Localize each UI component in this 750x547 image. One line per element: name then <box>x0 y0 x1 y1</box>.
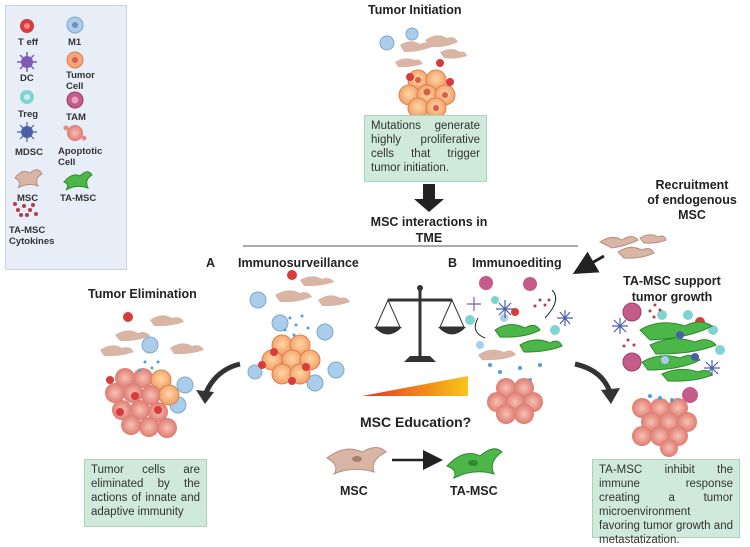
dendritic-cell-icon <box>17 52 37 72</box>
legend-label-tumor-cell: Tumor Cell <box>66 70 95 92</box>
m1-macrophage-icon <box>66 16 84 34</box>
t-eff-cell-icon <box>20 19 34 33</box>
ta-msc-support-line2: tumor growth <box>631 290 713 304</box>
education-to-label: TA-MSC <box>450 484 498 498</box>
arrow-to-support <box>574 361 613 393</box>
legend-label-msc: MSC <box>17 193 39 204</box>
recruitment-title: Recruitment of endogenous MSC <box>640 178 744 223</box>
education-ta-msc-cell <box>446 448 503 480</box>
balance-gradient-wedge <box>362 376 468 396</box>
apoptotic-cell-icon <box>63 125 87 141</box>
arrow-to-support-head <box>601 388 620 404</box>
panel-b-letter: B <box>448 256 458 270</box>
legend-label-treg: Treg <box>18 109 39 120</box>
legend-label-cytokines: TA-MSC Cytokines <box>9 225 55 247</box>
recruitment-line3: MSC <box>678 208 706 222</box>
ta-msc-support-illustration <box>612 302 725 457</box>
down-arrow <box>414 184 444 212</box>
msc-interactions-line2: TME <box>415 231 443 245</box>
recruitment-line1: Recruitment <box>655 178 729 192</box>
immunoediting-illustration <box>465 276 573 424</box>
msc-interactions-line1: MSC interactions in <box>370 215 488 229</box>
tumor-initiation-title: Tumor Initiation <box>368 3 462 17</box>
legend-label-t-eff: T eff <box>18 37 39 48</box>
cytokines-icon <box>13 202 38 217</box>
msc-education-title: MSC Education? <box>360 414 472 430</box>
msc-interactions-title: MSC interactions in TME <box>362 214 496 246</box>
legend-label-m1: M1 <box>68 37 82 48</box>
ta-msc-support-title: TA-MSC support tumor growth <box>612 273 732 305</box>
msc-cell-icon <box>14 169 43 189</box>
mdsc-cell-icon <box>17 122 37 142</box>
legend-label-tam: TAM <box>66 112 86 123</box>
tumor-elimination-textbox: Tumor cells are eliminated by the action… <box>84 459 207 527</box>
tam-cell-icon <box>66 91 84 109</box>
tumor-initiation-textbox: Mutations generate highly proliferative … <box>364 115 487 182</box>
education-msc-cell <box>326 447 387 476</box>
tumor-elimination-title: Tumor Elimination <box>88 287 197 301</box>
recruitment-arrow <box>572 251 605 274</box>
tumor-elimination-illustration <box>100 312 204 438</box>
balance-scale-icon <box>374 285 466 362</box>
arrow-to-elimination <box>202 361 241 396</box>
immunosurveillance-illustration <box>247 270 350 392</box>
tumor-cell-icon <box>66 51 84 69</box>
legend-label-dc: DC <box>20 73 34 84</box>
recruitment-line2: of endogenous <box>647 193 737 207</box>
treg-cell-icon <box>20 90 34 104</box>
arrow-to-elimination-head <box>196 390 214 404</box>
ta-msc-support-textbox: TA-MSC inhibit the immune response creat… <box>592 459 740 546</box>
panel-b-title: Immunoediting <box>472 256 562 270</box>
education-from-label: MSC <box>340 484 368 498</box>
panel-a-title: Immunosurveillance <box>238 256 359 270</box>
panel-a-letter: A <box>206 256 216 270</box>
ta-msc-support-line1: TA-MSC support <box>623 274 721 288</box>
recruited-msc-cells <box>599 234 667 259</box>
legend-label-ta-msc: TA-MSC <box>60 193 97 204</box>
tumor-initiation-illustration <box>379 27 467 119</box>
legend-label-mdsc: MDSC <box>15 147 43 158</box>
legend-label-apoptotic-cell: Apoptotic Cell <box>58 146 103 168</box>
ta-msc-cell-icon <box>63 171 93 191</box>
